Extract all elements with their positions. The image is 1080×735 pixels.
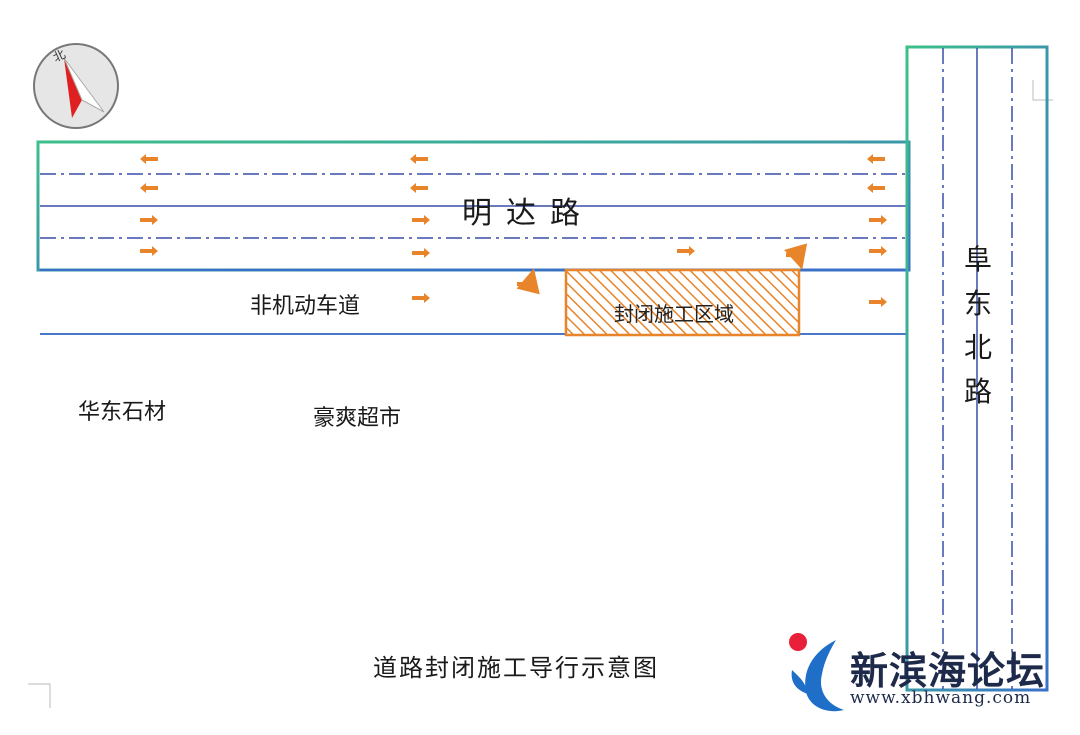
logo-name: 新滨海论坛: [850, 649, 1046, 693]
arrow-left: [867, 154, 885, 164]
arrow-left: [410, 183, 428, 193]
detour-arrows: [516, 243, 808, 295]
arrow-left: [140, 183, 158, 193]
closure-zone-label: 封闭施工区域: [614, 302, 734, 326]
site-logo: 新滨海论坛 www.xbhwang.com: [784, 630, 1074, 722]
arrow-right: [140, 215, 158, 225]
diagram-caption: 道路封闭施工导行示意图: [373, 654, 659, 682]
road-label-side-lane: 非机动车道: [250, 294, 361, 319]
arrow-right: [869, 246, 887, 256]
arrow-right: [869, 297, 887, 307]
arrow-right: [412, 248, 430, 258]
road-label-cross: 阜东北路: [963, 243, 992, 408]
arrow-right: [140, 246, 158, 256]
arrow-left: [140, 154, 158, 164]
arrow-merge-down: [784, 243, 808, 270]
closure-zone: [564, 268, 801, 337]
arrow-right: [869, 215, 887, 225]
arrow-right: [412, 215, 430, 225]
arrow-right: [412, 293, 430, 303]
compass-icon: [33, 43, 119, 129]
arrow-left: [410, 154, 428, 164]
logo-mark-icon: [789, 633, 844, 712]
place-label: 华东石材: [78, 400, 167, 425]
arrow-left: [867, 183, 885, 193]
arrow-merge-up: [516, 268, 540, 295]
place-label: 豪爽超市: [313, 406, 402, 431]
cross-road: [905, 45, 1049, 692]
traffic-arrows: [140, 154, 887, 307]
logo-url: www.xbhwang.com: [850, 688, 1032, 708]
arrow-right: [677, 246, 695, 256]
road-label-main: 明达路: [462, 196, 594, 231]
